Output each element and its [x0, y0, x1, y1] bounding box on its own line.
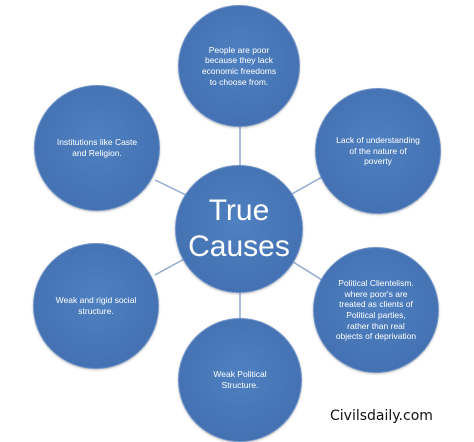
cause-label-caste-religion: Institutions like Caste and Religion.: [56, 137, 138, 158]
cause-label-understanding-poverty: Lack of understanding of the nature of p…: [336, 135, 420, 167]
connector-line-top-right: [289, 176, 323, 196]
center-label: True Causes: [188, 194, 290, 263]
cause-label-weak-political-structure: Weak Political Structure.: [213, 369, 267, 390]
connector-line-bottom-right: [289, 259, 323, 281]
connector-line-bottom-left: [154, 257, 187, 276]
cause-label-economic-freedoms: People are poor because they lack econom…: [201, 44, 277, 87]
cause-node-political-clientelism: Political Clientelism. where poor's are …: [313, 247, 439, 373]
center-node: True Causes: [175, 165, 303, 293]
cause-label-political-clientelism: Political Clientelism. where poor's are …: [335, 278, 417, 342]
cause-node-social-structure: Weak and rigid social structure.: [33, 243, 159, 369]
connector-line-top-left: [154, 179, 187, 196]
cause-node-economic-freedoms: People are poor because they lack econom…: [178, 5, 300, 127]
watermark-text: Civilsdaily.com: [330, 408, 433, 424]
cause-node-weak-political-structure: Weak Political Structure.: [178, 318, 302, 442]
cause-label-social-structure: Weak and rigid social structure.: [55, 295, 137, 316]
cause-node-caste-religion: Institutions like Caste and Religion.: [34, 85, 160, 211]
cause-node-understanding-poverty: Lack of understanding of the nature of p…: [315, 88, 441, 214]
